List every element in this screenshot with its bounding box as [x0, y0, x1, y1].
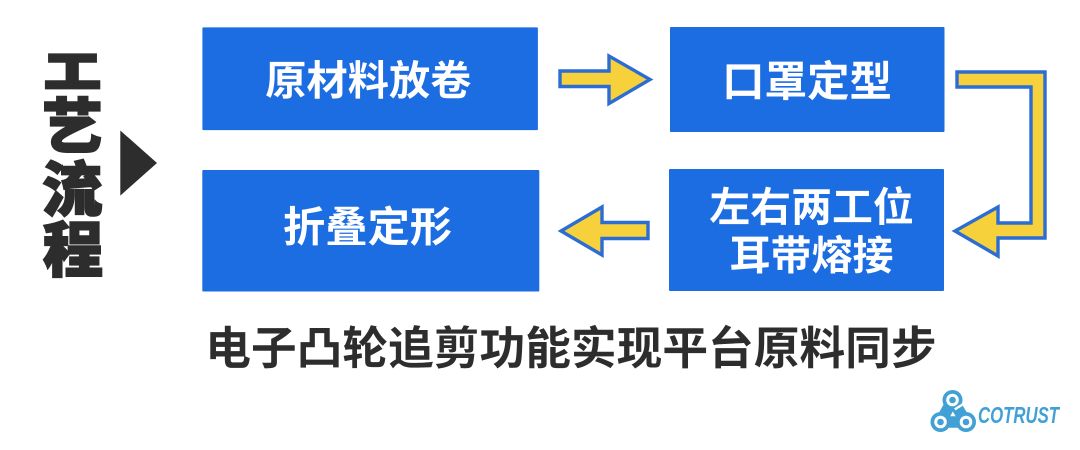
svg-text:COTRUST: COTRUST	[978, 402, 1060, 428]
